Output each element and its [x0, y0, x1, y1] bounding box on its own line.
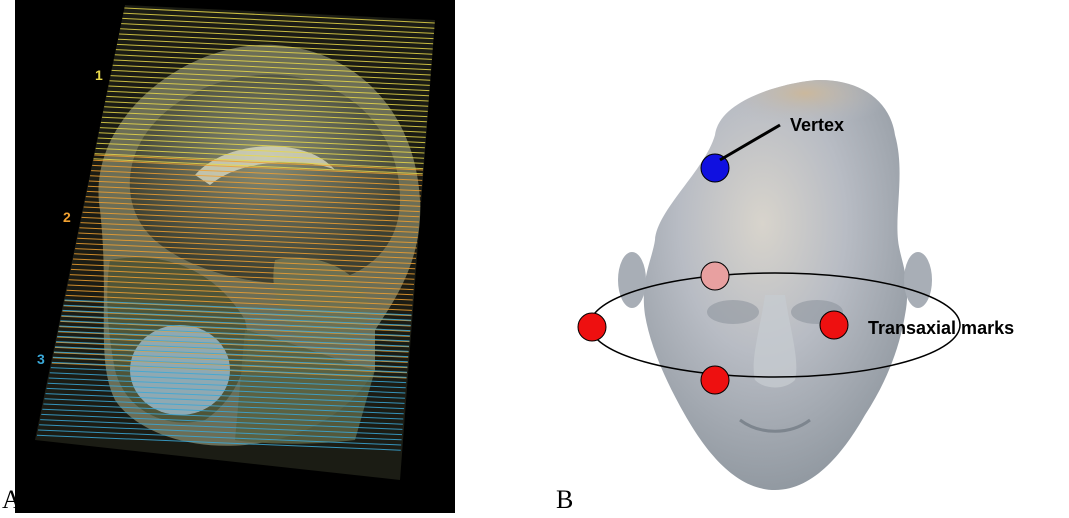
transaxial-marker-nose [701, 366, 729, 394]
head-crown [715, 80, 895, 146]
head-model-panel [560, 80, 1069, 510]
mri-sagittal-image: 1 2 3 [15, 0, 455, 513]
left-ear [618, 252, 646, 308]
panel-a-letter: A [2, 487, 21, 513]
right-ear [904, 252, 932, 308]
slab-label-3: 3 [37, 351, 45, 367]
nasion-marker [701, 262, 729, 290]
slab-label-1: 1 [95, 67, 103, 83]
transaxial-marks-label: Transaxial marks [868, 318, 1014, 339]
transaxial-marker-right [820, 311, 848, 339]
head-model-image [560, 80, 1069, 510]
transaxial-marker-left [578, 313, 606, 341]
left-eye [707, 300, 759, 324]
slab-label-2: 2 [63, 209, 71, 225]
mri-sagittal-panel: 1 2 3 [15, 0, 455, 513]
vertex-label: Vertex [790, 115, 844, 136]
